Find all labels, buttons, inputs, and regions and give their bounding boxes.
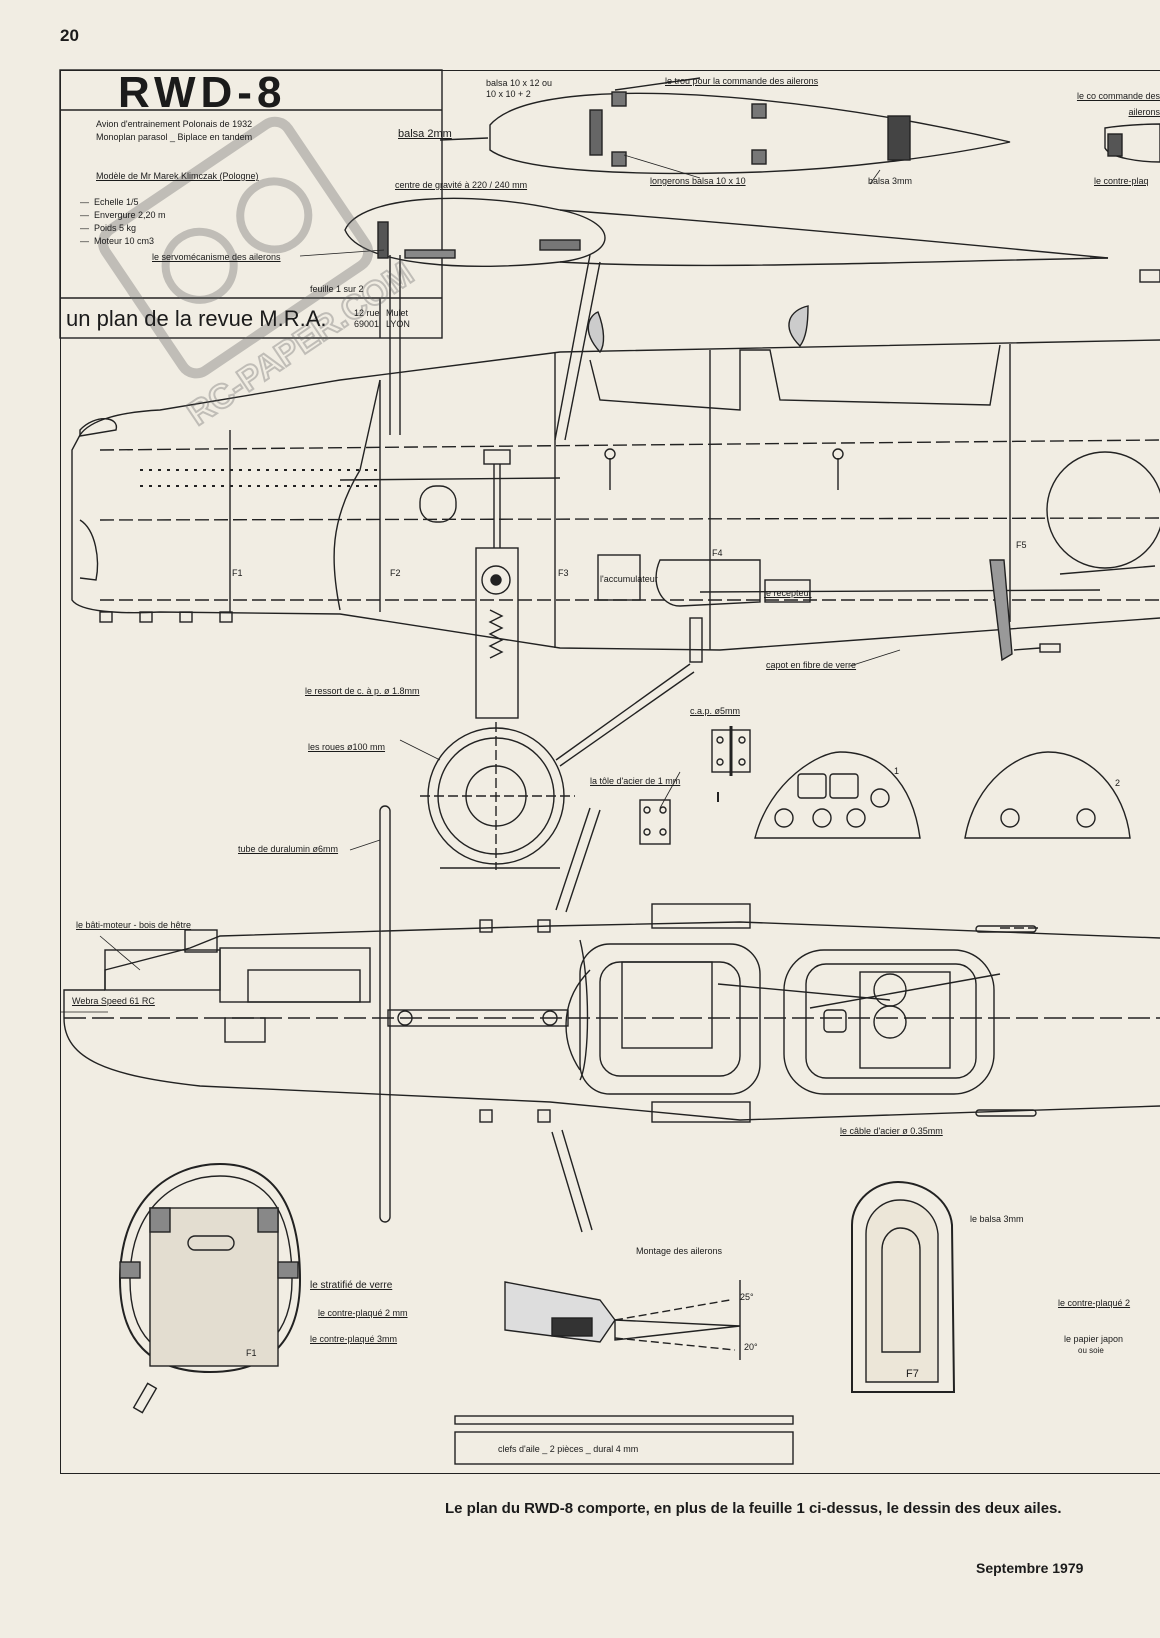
label-aileron-mounting: Montage des ailerons (636, 1246, 723, 1256)
wing-keys (454, 1415, 794, 1465)
label-steel-sheet: la tôle d'acier de 1 mm (590, 776, 681, 786)
label-plywood-3mm: le contre-plaqué 3mm (310, 1334, 398, 1344)
label-wing-keys: clefs d'aile _ 2 pièces _ dural 4 mm (498, 1444, 639, 1454)
spec-span: — Envergure 2,20 m (80, 210, 166, 220)
spec-scale: — Echelle 1/5 (80, 197, 139, 207)
title-block-frame (59, 69, 443, 339)
frame-label-f1-section: F1 (246, 1348, 257, 1358)
label-plywood-top: le contre-plaq (1094, 176, 1149, 186)
frame-label-f7: F7 (906, 1368, 919, 1380)
label-plywood-2-right: le contre-plaqué 2 (1058, 1298, 1131, 1308)
plan-credit: un plan de la revue M.R.A. (66, 306, 327, 331)
frame-label-f4: F4 (712, 548, 723, 558)
label-balsa-3mm-top: balsa 3mm (868, 176, 913, 186)
fuselage-plan-view (63, 903, 1160, 1123)
label-engine-mount: le bâti-moteur - bois de hêtre (76, 920, 192, 930)
plan-frame (60, 70, 1160, 1474)
frame-label-f2: F2 (390, 568, 401, 578)
leader-lines (60, 154, 901, 1013)
spec-engine: — Moteur 10 cm3 (80, 236, 155, 246)
sheet-number: feuille 1 sur 2 (310, 284, 364, 294)
label-longerons: longerons balsa 10 x 10 (650, 176, 746, 186)
cowl-panels (754, 751, 1131, 839)
label-balsa-2mm: balsa 2mm (398, 128, 452, 140)
label-aileron-command-right: le co commande des ailerons (1076, 91, 1160, 117)
frame-f1 (118, 1162, 302, 1414)
address-street: 12 rue 69001 (354, 308, 380, 329)
label-piano-wire: c.a.p. ø5mm (690, 706, 741, 716)
label-dural-tube: tube de duralumin ø6mm (238, 844, 339, 854)
spec-weight: — Poids 5 kg (80, 223, 137, 233)
angle-20: 20° (744, 1342, 758, 1352)
wing-rib-section-right (1104, 123, 1160, 163)
fuselage-side-view (71, 305, 1160, 662)
cowl-number-1: 1 (894, 766, 900, 776)
landing-gear (420, 449, 703, 870)
label-plywood-2mm: le contre-plaqué 2 mm (318, 1308, 408, 1318)
label-battery: l'accumulateur (600, 574, 658, 584)
page-number: 20 (60, 26, 79, 45)
label-steel-cable: le câble d'acier ø 0.35mm (840, 1126, 943, 1136)
issue-date: Septembre 1979 (976, 1560, 1084, 1576)
plan-caption: Le plan du RWD-8 comporte, en plus de la… (445, 1500, 1062, 1517)
label-japan-paper: le papier japon (1064, 1334, 1124, 1344)
cowl-number-2: 2 (1115, 778, 1121, 788)
hinge-parts (639, 726, 751, 845)
dural-tube (379, 805, 601, 1233)
plan-title: RWD-8 (118, 68, 287, 117)
label-receiver: le recepteur (764, 588, 812, 598)
label-center-of-gravity: centre de gravité à 220 / 240 mm (395, 180, 528, 190)
angle-25: 25° (740, 1292, 754, 1302)
label-aileron-servo: le servomécanisme des ailerons (152, 252, 281, 262)
subtitle-1: Avion d'entrainement Polonais de 1932 (96, 119, 253, 129)
label-cowl-fiberglass: capot en fibre de verre (766, 660, 857, 670)
wing-struts (389, 254, 601, 441)
wing-rib-section-top (439, 77, 1011, 175)
aileron-mounting-detail (504, 1280, 741, 1360)
frame-label-f1: F1 (232, 568, 243, 578)
label-balsa-spars: balsa 10 x 12 ou 10 x 10 + 2 (486, 78, 553, 99)
label-aileron-hole: le trou pour la commande des ailerons (665, 76, 819, 86)
frame-f7 (851, 1180, 956, 1393)
label-fiberglass-laminate: le stratifié de verre (310, 1280, 393, 1291)
label-or-silk: ou soie (1078, 1346, 1104, 1355)
address-city: Mulet LYON (386, 308, 410, 329)
subtitle-2: Monoplan parasol _ Biplace en tandem (96, 132, 253, 142)
spec-list: — Echelle 1/5 — Envergure 2,20 m — Poids… (80, 196, 166, 248)
wing-rib-section-middle (344, 197, 1160, 283)
label-wheels: les roues ø100 mm (308, 742, 386, 752)
model-by: Modèle de Mr Marek Klimczak (Pologne) (96, 171, 259, 181)
label-spring: le ressort de c. à p. ø 1.8mm (305, 686, 420, 696)
frame-label-f5: F5 (1016, 540, 1027, 550)
label-balsa-3mm: le balsa 3mm (970, 1214, 1024, 1224)
label-engine: Webra Speed 61 RC (72, 996, 155, 1006)
frame-label-f3: F3 (558, 568, 569, 578)
